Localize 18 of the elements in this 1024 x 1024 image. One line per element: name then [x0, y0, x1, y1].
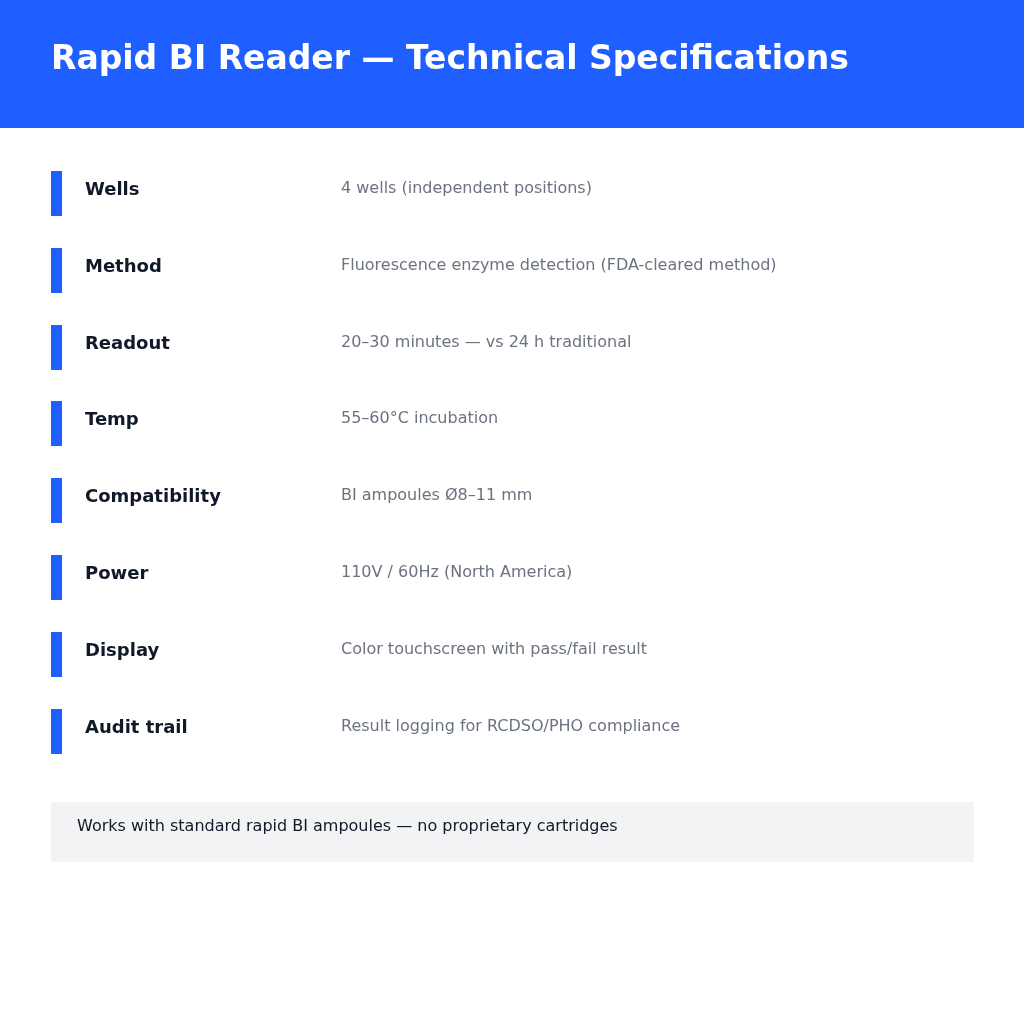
- page-title: Rapid BI Reader — Technical Specifications: [51, 38, 849, 77]
- spec-name: Compatibility: [85, 485, 221, 507]
- spec-name: Power: [85, 562, 149, 583]
- spec-name: Wells: [85, 178, 140, 199]
- spec-value: Fluorescence enzyme detection (FDA-cleared method): [341, 254, 777, 274]
- spec-value: 55–60°C incubation: [341, 408, 499, 428]
- note-text: Works with standard rapid BI ampoules — no proprietary cartridges: [77, 816, 618, 835]
- spec-name: Readout: [85, 331, 170, 353]
- spec-value: 20–30 minutes — vs 24 h traditional: [341, 331, 632, 351]
- spec-value: Color touchscreen with pass/fail result: [341, 638, 647, 658]
- spec-name: Method: [85, 254, 162, 276]
- spec-value: BI ampoules Ø8–11 mm: [341, 485, 533, 505]
- spec-value: 4 wells (independent positions): [341, 178, 592, 197]
- spec-value: 110V / 60Hz (North America): [341, 562, 573, 581]
- spec-name: Audit trail: [85, 715, 188, 737]
- spec-name: Temp: [85, 408, 139, 430]
- spec-value: Result logging for RCDSO/PHO compliance: [341, 715, 681, 735]
- spec-name: Display: [85, 638, 160, 660]
